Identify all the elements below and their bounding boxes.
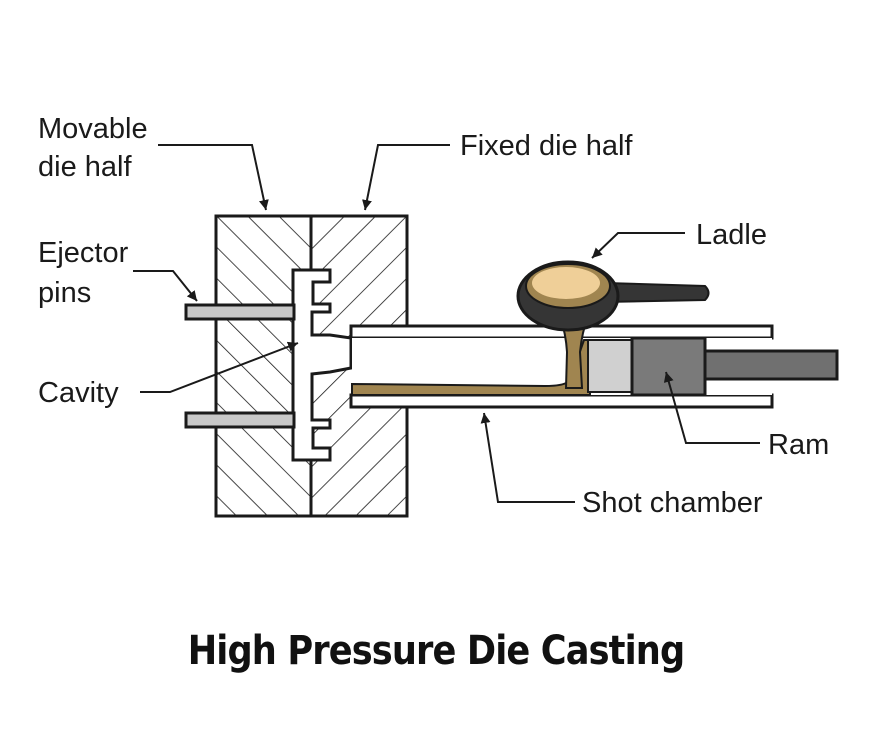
ladle-handle bbox=[600, 281, 710, 304]
label-fixed: Fixed die half bbox=[460, 130, 633, 162]
label-movable-line1: Movable bbox=[38, 113, 148, 145]
label-shot-chamber: Shot chamber bbox=[582, 487, 763, 519]
arrow-ladle bbox=[591, 232, 685, 259]
cavity bbox=[291, 268, 353, 462]
label-ladle: Ladle bbox=[696, 219, 767, 251]
ejector-pin-upper bbox=[184, 303, 296, 321]
arrow-fixed bbox=[362, 144, 450, 211]
metal-highlight bbox=[532, 267, 600, 299]
arrow-ram bbox=[663, 371, 760, 444]
diagram-title: High Pressure Die Casting bbox=[187, 628, 686, 674]
label-ram: Ram bbox=[768, 429, 829, 461]
shot-chamber-bottom-wall bbox=[349, 393, 774, 409]
ram-rod bbox=[703, 349, 839, 381]
ram bbox=[630, 336, 707, 397]
ejector-pin-lower bbox=[184, 411, 296, 429]
label-movable-line2: die half bbox=[38, 151, 132, 183]
label-ejector-line2: pins bbox=[38, 277, 91, 309]
label-ejector-line1: Ejector bbox=[38, 237, 129, 269]
arrow-shot-chamber bbox=[480, 412, 575, 503]
arrow-ejector bbox=[133, 270, 198, 302]
arrow-movable bbox=[158, 144, 269, 211]
arrow-cavity bbox=[140, 341, 299, 393]
metal-front bbox=[587, 339, 633, 393]
label-cavity: Cavity bbox=[38, 377, 119, 409]
